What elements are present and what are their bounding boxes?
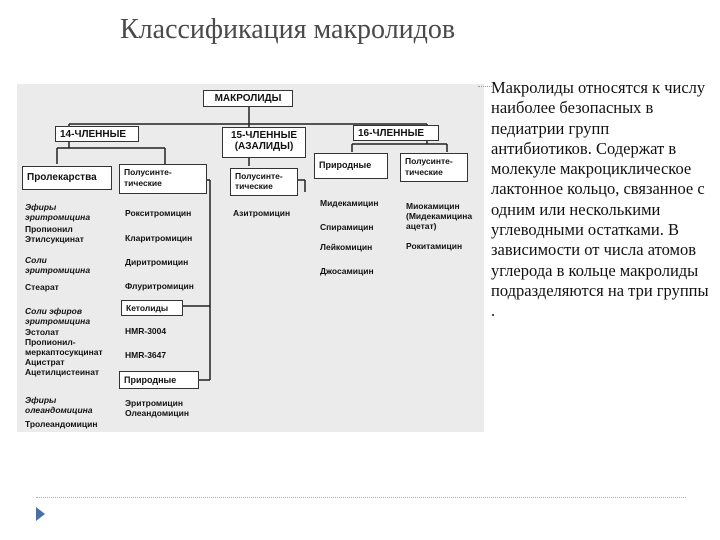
natural16-box: Природные: [314, 153, 388, 179]
semi14-item: Рокситромицин: [125, 208, 192, 218]
ketolide-item: HMR-3004: [125, 326, 167, 336]
footer-divider: [36, 497, 686, 498]
semi15-box: Полусинте- тические: [230, 168, 298, 196]
prodrug-item: Эфиры эритромицина: [25, 202, 91, 222]
prodrug-item: Тролеандомицин: [25, 419, 98, 429]
semi14-item: Флуритромицин: [125, 281, 194, 291]
category-15-membered: 15-ЧЛЕННЫЕ (АЗАЛИДЫ): [222, 127, 306, 158]
category-14-membered: 14-ЧЛЕННЫЕ: [55, 126, 139, 142]
connector-lines: [56, 106, 448, 381]
prodrug-item: Соли эфиров эритромицина: [25, 306, 91, 326]
semi14-item: Диритромицин: [125, 257, 189, 267]
natural16-item: Джосамицин: [320, 266, 374, 276]
prodrug-item: Стеарат: [25, 282, 59, 292]
ketolide-item: HMR-3647: [125, 350, 167, 360]
natural16-item: Спирамицин: [320, 222, 374, 232]
classification-diagram: МАКРОЛИДЫ 14-ЧЛЕННЫЕ 15-ЧЛЕННЫЕ (АЗАЛИДЫ…: [17, 84, 484, 432]
prodrug-item: Эфиры олеандомицина: [25, 395, 93, 415]
natural14-box: Природные: [119, 371, 199, 389]
prodrug-item: Пропионил Этилсукцинат: [25, 224, 84, 244]
page-title: Классификация макролидов: [120, 14, 456, 45]
semi14-box: Полусинте- тические: [119, 164, 207, 194]
prodrug-item: Эстолат Пропионил- меркаптосукцинат Ацис…: [25, 327, 103, 377]
semi14-item: Кларитромицин: [125, 233, 193, 243]
semi16-item: Рокитамицин: [406, 241, 463, 251]
semi16-item: Миокамицин (Мидекамицина ацетат): [406, 201, 473, 231]
description-text: Макролиды относятся к числу наиболее без…: [491, 78, 709, 321]
category-16-membered: 16-ЧЛЕННЫЕ: [353, 125, 439, 141]
natural14-items: Эритромицин Олеандомицин: [125, 398, 189, 418]
prodrugs-box: Пролекарства: [22, 166, 112, 190]
semi15-item: Азитромицин: [233, 208, 291, 218]
semi16-box: Полусинте- тические: [400, 153, 468, 182]
dotted-marker: [478, 86, 492, 87]
natural16-item: Мидекамицин: [320, 198, 379, 208]
ketolides-box: Кетолиды: [121, 300, 183, 316]
root-box-macrolides: МАКРОЛИДЫ: [203, 90, 293, 107]
bullet-arrow-icon: [36, 507, 45, 521]
prodrug-item: Соли эритромицина: [25, 255, 91, 275]
natural16-item: Лейкомицин: [320, 242, 373, 252]
